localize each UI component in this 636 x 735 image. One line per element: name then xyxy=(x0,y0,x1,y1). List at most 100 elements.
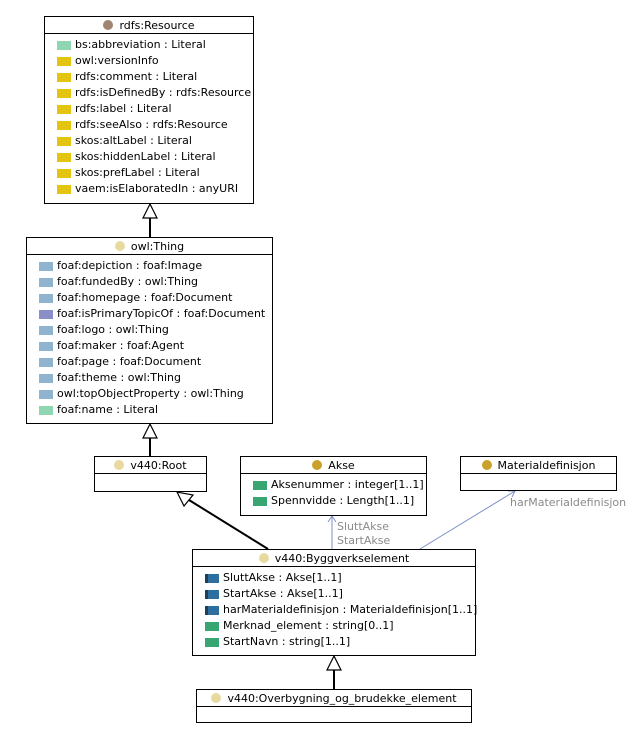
generalization-arrowhead xyxy=(142,202,158,219)
attribute-type-icon xyxy=(57,152,71,162)
attribute-type-icon xyxy=(39,405,53,415)
attribute-type-icon xyxy=(39,261,53,271)
attribute-text: StartAkse : Akse[1..1] xyxy=(223,587,343,600)
attribute-type-icon xyxy=(57,184,71,194)
association-arrowhead xyxy=(508,490,516,498)
attribute-row[interactable]: foaf:page : foaf:Document xyxy=(27,354,272,370)
attribute-row[interactable]: foaf:theme : owl:Thing xyxy=(27,370,272,386)
attribute-text: foaf:homepage : foaf:Document xyxy=(57,291,233,304)
attribute-row[interactable]: foaf:name : Literal xyxy=(27,402,272,418)
attribute-row[interactable]: SluttAkse : Akse[1..1] xyxy=(193,570,475,586)
attribute-row[interactable]: foaf:logo : owl:Thing xyxy=(27,322,272,338)
class-name: Materialdefinisjon xyxy=(497,458,596,472)
class-header: Materialdefinisjon xyxy=(461,457,616,474)
attribute-text: foaf:theme : owl:Thing xyxy=(57,371,181,384)
edge-label-start-akse: StartAkse xyxy=(337,534,391,547)
attribute-row[interactable]: rdfs:isDefinedBy : rdfs:Resource xyxy=(45,85,253,101)
attribute-row[interactable]: foaf:isPrimaryTopicOf : foaf:Document xyxy=(27,306,272,322)
attribute-type-icon xyxy=(57,72,71,82)
class-name: v440:Byggverkselement xyxy=(274,551,410,565)
attribute-row[interactable]: rdfs:label : Literal xyxy=(45,101,253,117)
attribute-type-icon xyxy=(205,637,219,647)
class-name: v440:Root xyxy=(130,458,187,472)
attribute-row[interactable]: foaf:maker : foaf:Agent xyxy=(27,338,272,354)
class-v440-root[interactable]: v440:Root xyxy=(94,456,207,492)
attribute-row[interactable]: skos:prefLabel : Literal xyxy=(45,165,253,181)
attribute-type-icon xyxy=(39,277,53,287)
edge-label-slutt-akse: SluttAkse xyxy=(337,520,390,533)
attribute-type-icon xyxy=(39,325,53,335)
class-circle-icon xyxy=(211,693,222,703)
attribute-text: owl:versionInfo xyxy=(75,54,159,67)
generalization-arrowhead xyxy=(175,491,195,508)
attribute-text: harMaterialdefinisjon : Materialdefinisj… xyxy=(223,603,478,616)
class-circle-icon xyxy=(312,460,323,470)
edge-label-har-materialdefinisjon: harMaterialdefinisjon xyxy=(510,496,627,509)
attribute-type-icon xyxy=(57,104,71,114)
class-rdfs-resource[interactable]: rdfs:Resource bs:abbreviation : Literal o… xyxy=(44,16,254,204)
class-materialdefinisjon[interactable]: Materialdefinisjon xyxy=(460,456,617,491)
attribute-type-icon xyxy=(57,40,71,50)
class-circle-icon xyxy=(114,241,125,251)
attribute-text: skos:altLabel : Literal xyxy=(75,134,192,147)
attribute-row[interactable]: foaf:homepage : foaf:Document xyxy=(27,290,272,306)
attribute-row[interactable]: owl:versionInfo xyxy=(45,53,253,69)
attribute-text: rdfs:comment : Literal xyxy=(75,70,198,83)
attribute-row[interactable]: Spennvidde : Length[1..1] xyxy=(241,493,426,509)
attribute-text: Aksenummer : integer[1..1] xyxy=(271,478,424,491)
attribute-text: skos:hiddenLabel : Literal xyxy=(75,150,216,163)
association-arrowhead xyxy=(327,515,337,523)
attribute-text: SluttAkse : Akse[1..1] xyxy=(223,571,342,584)
attribute-list: bs:abbreviation : Literal owl:versionInfo… xyxy=(45,34,253,197)
attribute-type-icon xyxy=(39,293,53,303)
attribute-type-icon xyxy=(39,341,53,351)
attribute-row[interactable]: foaf:fundedBy : owl:Thing xyxy=(27,274,272,290)
attribute-text: StartNavn : string[1..1] xyxy=(223,635,351,648)
attribute-list: Aksenummer : integer[1..1] Spennvidde : L… xyxy=(241,474,426,509)
attribute-row[interactable]: bs:abbreviation : Literal xyxy=(45,37,253,53)
attribute-row[interactable]: harMaterialdefinisjon : Materialdefinisj… xyxy=(193,602,478,618)
attribute-list: SluttAkse : Akse[1..1] StartAkse : Akse[1… xyxy=(193,567,478,650)
attribute-text: foaf:name : Literal xyxy=(57,403,159,416)
attribute-row[interactable]: skos:altLabel : Literal xyxy=(45,133,253,149)
attribute-text: bs:abbreviation : Literal xyxy=(75,38,206,51)
generalization-arrowhead xyxy=(142,422,158,439)
attribute-row[interactable]: owl:topObjectProperty : owl:Thing xyxy=(27,386,272,402)
attribute-row[interactable]: rdfs:seeAlso : rdfs:Resource xyxy=(45,117,253,133)
attribute-row[interactable]: rdfs:comment : Literal xyxy=(45,69,253,85)
attribute-text: foaf:page : foaf:Document xyxy=(57,355,202,368)
attribute-type-icon xyxy=(39,309,53,319)
attribute-row[interactable]: skos:hiddenLabel : Literal xyxy=(45,149,253,165)
attribute-text: foaf:depiction : foaf:Image xyxy=(57,259,203,272)
class-name: Akse xyxy=(328,458,355,472)
attribute-text: foaf:maker : foaf:Agent xyxy=(57,339,185,352)
attribute-row[interactable]: Merknad_element : string[0..1] xyxy=(193,618,475,634)
class-circle-icon xyxy=(481,460,492,470)
class-akse[interactable]: Akse Aksenummer : integer[1..1] Spennvidd… xyxy=(240,456,427,516)
attribute-row[interactable]: StartAkse : Akse[1..1] xyxy=(193,586,475,602)
attribute-row[interactable]: foaf:depiction : foaf:Image xyxy=(27,258,272,274)
attribute-row[interactable]: vaem:isElaboratedIn : anyURI xyxy=(45,181,253,197)
attribute-type-icon xyxy=(205,589,219,599)
class-circle-icon xyxy=(103,20,114,30)
attribute-type-icon xyxy=(57,56,71,66)
class-v440-overbygning-og-brudekke-element[interactable]: v440:Overbygning_og_brudekke_element xyxy=(196,689,472,723)
class-header: rdfs:Resource xyxy=(45,17,253,34)
class-owl-thing[interactable]: owl:Thing foaf:depiction : foaf:Image foa… xyxy=(26,237,273,424)
attribute-text: rdfs:label : Literal xyxy=(75,102,172,115)
edge-materialdefinisjon-association xyxy=(419,490,516,550)
attribute-row[interactable]: Aksenummer : integer[1..1] xyxy=(241,477,426,493)
attribute-text: rdfs:isDefinedBy : rdfs:Resource xyxy=(75,86,252,99)
attribute-type-icon xyxy=(57,168,71,178)
class-name: v440:Overbygning_og_brudekke_element xyxy=(227,691,457,705)
attribute-type-icon xyxy=(253,480,267,490)
generalization-arrowhead xyxy=(326,654,342,671)
class-header: owl:Thing xyxy=(27,238,272,255)
attribute-type-icon xyxy=(205,573,219,583)
attribute-text: Spennvidde : Length[1..1] xyxy=(271,494,415,507)
class-v440-byggverkselement[interactable]: v440:Byggverkselement SluttAkse : Akse[1… xyxy=(192,549,478,656)
attribute-text: owl:topObjectProperty : owl:Thing xyxy=(57,387,244,400)
attribute-row[interactable]: StartNavn : string[1..1] xyxy=(193,634,475,650)
attribute-type-icon xyxy=(253,496,267,506)
